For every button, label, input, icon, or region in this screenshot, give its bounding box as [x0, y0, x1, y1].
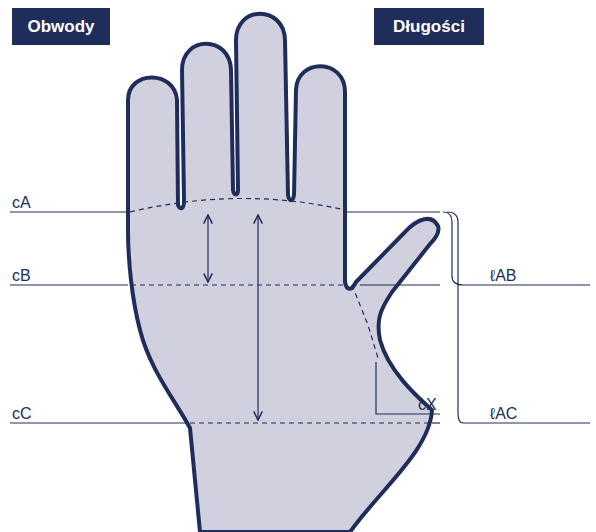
heading-band: Długości: [374, 8, 484, 45]
measure-label: cC: [12, 406, 32, 422]
measure-label: ℓAB: [490, 268, 517, 284]
reference-lines: [10, 212, 590, 423]
heading-text: Długości: [393, 17, 465, 37]
measure-label: cB: [12, 268, 31, 284]
hand-outline: [128, 14, 439, 532]
heading-text: Obwody: [27, 17, 94, 37]
measure-label: cA: [12, 195, 31, 211]
circumference-dashes: [130, 198, 428, 423]
length-arrows: [208, 215, 258, 420]
measure-label: cX: [418, 397, 437, 413]
heading-band: Obwody: [12, 8, 110, 45]
measure-label: ℓAC: [490, 406, 517, 422]
